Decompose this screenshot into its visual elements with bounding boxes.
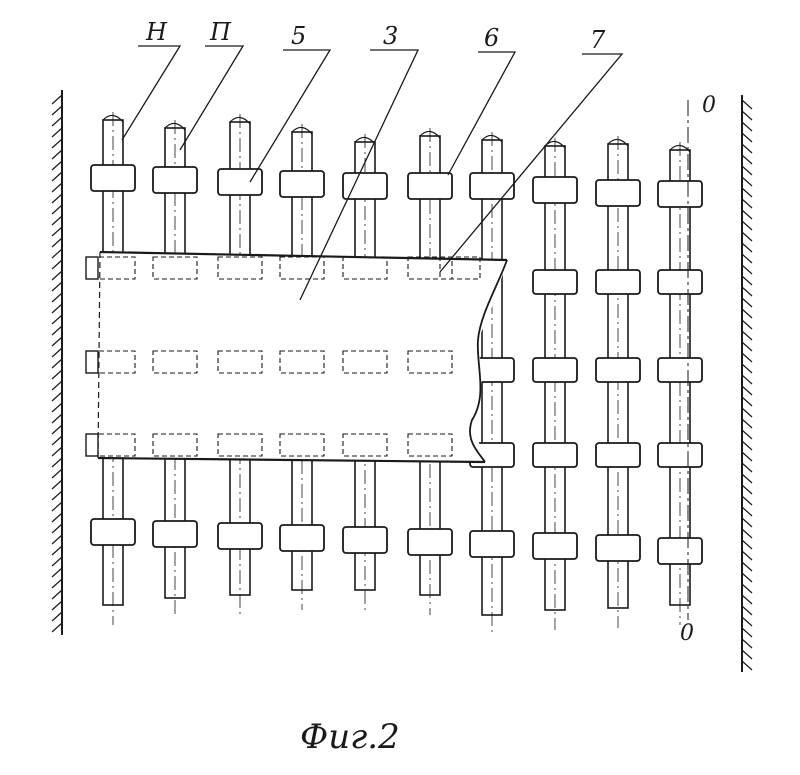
label-6: 6 [484, 24, 499, 52]
collar [658, 270, 702, 294]
label-h: Н [145, 18, 168, 46]
collar [343, 527, 387, 553]
label-p: П [209, 18, 232, 46]
label-axis-top: 0 [702, 93, 716, 118]
roller-10 [658, 142, 702, 625]
collar [218, 523, 262, 549]
label-3: 3 [383, 22, 398, 50]
label-axis-bottom: 0 [680, 621, 694, 646]
collar [408, 173, 452, 199]
roller-8 [533, 138, 577, 630]
edge-collar-stub [86, 434, 98, 456]
figure-caption: Фиг.2 [300, 717, 400, 757]
left-wall [52, 90, 62, 635]
collar [596, 443, 640, 467]
collar [596, 270, 640, 294]
collar [91, 519, 135, 545]
collar [658, 538, 702, 564]
collar [280, 525, 324, 551]
collar [153, 167, 197, 193]
collar [658, 358, 702, 382]
collar [658, 181, 702, 207]
collar [470, 173, 514, 199]
roller-9 [596, 136, 640, 628]
collar [596, 535, 640, 561]
collar [533, 177, 577, 203]
collar [596, 180, 640, 206]
collar [596, 358, 640, 382]
edge-collar-stub [86, 351, 98, 373]
label-7: 7 [590, 26, 606, 54]
collar [470, 531, 514, 557]
collar [533, 533, 577, 559]
collar [533, 443, 577, 467]
edge-collar-stub [86, 257, 98, 279]
sheet-workpiece [98, 252, 507, 462]
collar [533, 358, 577, 382]
collar [408, 529, 452, 555]
right-wall [742, 95, 752, 672]
label-5: 5 [291, 22, 306, 50]
collar [658, 443, 702, 467]
collar [153, 521, 197, 547]
collar [533, 270, 577, 294]
collar [280, 171, 324, 197]
collar [91, 165, 135, 191]
